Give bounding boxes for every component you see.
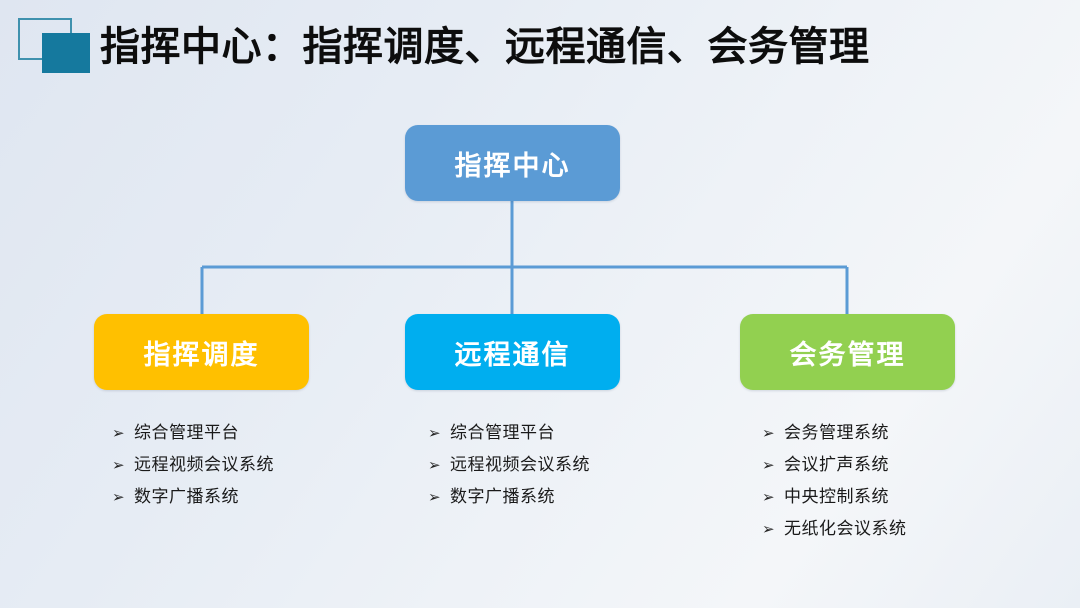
list-item-label: 远程视频会议系统 xyxy=(450,455,590,474)
list-item-label: 会议扩声系统 xyxy=(784,455,889,474)
list-item-label: 中央控制系统 xyxy=(784,487,889,506)
list-item: ➢ 数字广播系统 xyxy=(428,482,688,514)
list-item: ➢ 远程视频会议系统 xyxy=(112,450,372,482)
arrow-bullet-icon: ➢ xyxy=(428,425,441,442)
list-item-label: 综合管理平台 xyxy=(134,423,239,442)
arrow-bullet-icon: ➢ xyxy=(762,521,775,538)
arrow-bullet-icon: ➢ xyxy=(428,457,441,474)
list-item-label: 数字广播系统 xyxy=(450,487,555,506)
arrow-bullet-icon: ➢ xyxy=(762,457,775,474)
list-item-label: 会务管理系统 xyxy=(784,423,889,442)
bullet-list-zhihuidiaodu: ➢ 综合管理平台 ➢ 远程视频会议系统 ➢ 数字广播系统 xyxy=(112,418,372,514)
node-branch-label: 指挥调度 xyxy=(143,339,260,370)
node-branch-label: 会务管理 xyxy=(789,339,906,370)
arrow-bullet-icon: ➢ xyxy=(112,457,125,474)
node-branch-zhihuidiaodu[interactable]: 指挥调度 xyxy=(94,314,309,390)
node-root[interactable]: 指挥中心 xyxy=(405,125,620,201)
logo-mark xyxy=(18,18,92,74)
bullet-list-yuanchengtongxin: ➢ 综合管理平台 ➢ 远程视频会议系统 ➢ 数字广播系统 xyxy=(428,418,688,514)
square-filled-icon xyxy=(42,33,90,73)
arrow-bullet-icon: ➢ xyxy=(112,489,125,506)
page-title: 指挥中心：指挥调度、远程通信、会务管理 xyxy=(100,25,870,69)
arrow-bullet-icon: ➢ xyxy=(762,489,775,506)
node-root-label: 指挥中心 xyxy=(454,150,571,181)
list-item: ➢ 会务管理系统 xyxy=(762,418,1022,450)
list-item: ➢ 中央控制系统 xyxy=(762,482,1022,514)
list-item: ➢ 数字广播系统 xyxy=(112,482,372,514)
list-item-label: 远程视频会议系统 xyxy=(134,455,274,474)
arrow-bullet-icon: ➢ xyxy=(762,425,775,442)
node-branch-label: 远程通信 xyxy=(454,339,571,370)
list-item: ➢ 无纸化会议系统 xyxy=(762,514,1022,546)
list-item-label: 无纸化会议系统 xyxy=(784,519,907,538)
list-item: ➢ 远程视频会议系统 xyxy=(428,450,688,482)
list-item: ➢ 综合管理平台 xyxy=(112,418,372,450)
list-item-label: 数字广播系统 xyxy=(134,487,239,506)
list-item: ➢ 会议扩声系统 xyxy=(762,450,1022,482)
arrow-bullet-icon: ➢ xyxy=(112,425,125,442)
list-item: ➢ 综合管理平台 xyxy=(428,418,688,450)
bullet-list-huiwuguanli: ➢ 会务管理系统 ➢ 会议扩声系统 ➢ 中央控制系统 ➢ 无纸化会议系统 xyxy=(762,418,1022,546)
arrow-bullet-icon: ➢ xyxy=(428,489,441,506)
node-branch-yuanchengtongxin[interactable]: 远程通信 xyxy=(405,314,620,390)
list-item-label: 综合管理平台 xyxy=(450,423,555,442)
node-branch-huiwuguanli[interactable]: 会务管理 xyxy=(740,314,955,390)
slide-header: 指挥中心：指挥调度、远程通信、会务管理 xyxy=(0,0,1080,96)
